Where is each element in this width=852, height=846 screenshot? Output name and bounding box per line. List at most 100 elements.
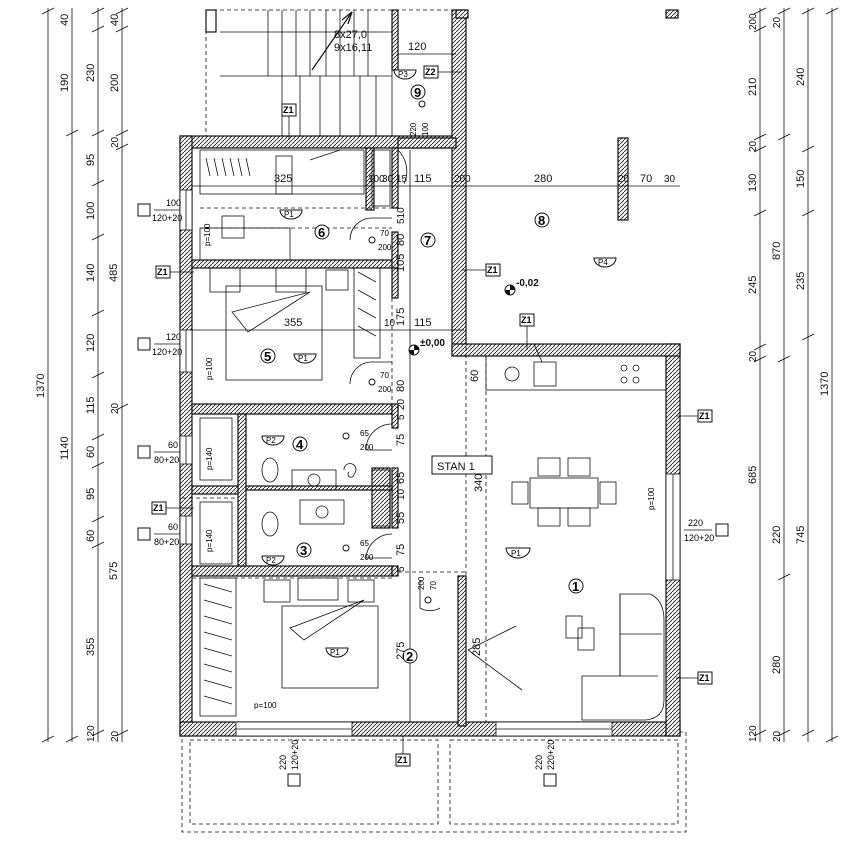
- dim-int-275: 275: [395, 642, 407, 660]
- dim-int-105: 105: [395, 254, 407, 272]
- window-2-width: 120: [166, 332, 181, 342]
- dim-int-80b: 80: [395, 380, 407, 392]
- window-1-height: 120+20: [152, 213, 182, 223]
- parapet-notes: p=100 p=100 p=140 p=140 p=100 p=100: [203, 223, 656, 710]
- dim-left-a: 190: [59, 74, 71, 92]
- dim-int-60: 60: [469, 370, 481, 382]
- dim-right-total: 1370: [819, 372, 831, 396]
- dim-int-325: 325: [274, 173, 292, 185]
- dim-left-h: 100: [85, 202, 97, 220]
- dim-int-115a: 115: [414, 173, 432, 185]
- wall-tag-5-text: Z1: [521, 315, 532, 325]
- interior-dimensions: 120 325 100 30 15 115 200 280 20 70 30 3…: [192, 41, 680, 660]
- room-6-number: 6: [318, 225, 325, 240]
- room-4-marker: 4: [292, 436, 308, 452]
- room-2-marker: 2: [402, 648, 418, 664]
- door-4-width: 65: [360, 539, 369, 548]
- dim-right-p: 120: [748, 725, 759, 742]
- dim-right-h: 870: [771, 242, 783, 260]
- dim-int-70: 70: [640, 173, 652, 185]
- room-8-marker: 8: [534, 212, 550, 228]
- wall-tag-5: Z1: [519, 313, 535, 327]
- door-5-width: 100: [421, 122, 430, 136]
- dim-left-b: 230: [85, 64, 97, 82]
- room-6-marker: 6: [314, 224, 330, 240]
- dim-int-510: 510: [396, 207, 407, 224]
- room-8-number: 8: [538, 213, 545, 228]
- window-5-height: 120+20: [684, 533, 714, 543]
- dim-left-k: 115: [85, 396, 97, 414]
- stair-risers-a: 8x27,0: [334, 29, 367, 41]
- door-2-height: 200: [378, 385, 392, 394]
- window-4-height: 80+20: [154, 537, 179, 547]
- floor-tag-room9-text: P3: [398, 70, 408, 79]
- window-callout-3: 60 80+20: [137, 440, 180, 465]
- dim-int-340: 340: [473, 474, 485, 492]
- dim-left-lower: 575: [108, 562, 120, 580]
- parapet-note-5: p=100: [647, 487, 656, 510]
- floor-tag-room1: P1: [505, 547, 531, 559]
- dim-right-q: 20: [772, 730, 783, 742]
- window-3-height: 80+20: [154, 455, 179, 465]
- wall-tag-2: Z2: [423, 65, 439, 79]
- parapet-note-2: p=100: [205, 357, 214, 380]
- room-2-number: 2: [406, 649, 413, 664]
- dim-int-175: 175: [395, 308, 407, 326]
- dim-int-30: 30: [382, 174, 394, 185]
- room-5-number: 5: [264, 349, 271, 364]
- dim-int-20: 20: [618, 174, 630, 185]
- room-7-marker: 7: [420, 232, 436, 248]
- wall-tag-1: Z1: [281, 103, 297, 117]
- room-4-number: 4: [296, 437, 304, 452]
- window-callout-4: 60 80+20: [137, 522, 180, 547]
- wall-tag-6-text: Z1: [699, 411, 710, 421]
- window-callout-5: 220 120+20: [684, 518, 729, 543]
- door-3-height: 200: [360, 443, 374, 452]
- dim-right-a: 200: [748, 13, 759, 30]
- dim-left-upper: 485: [108, 264, 120, 282]
- floor-tag-room8-text: P4: [598, 258, 608, 267]
- floor-tag-room6-text: P1: [284, 210, 294, 219]
- floor-finish-tags: P1 P2 P2 P1 P1 P4 P3 P1: [261, 69, 617, 658]
- room-1-number: 1: [572, 579, 579, 594]
- dim-int-280: 280: [534, 173, 552, 185]
- window-6-height: 120+20: [290, 740, 300, 770]
- wall-tag-4: Z1: [485, 263, 501, 277]
- window-6-width: 220: [278, 755, 288, 770]
- wall-tag-8-text: Z1: [699, 673, 710, 683]
- parapet-note-6: p=100: [254, 701, 277, 710]
- dim-left-r: 20: [110, 730, 121, 742]
- floor-tag-room4-text: P2: [266, 436, 276, 445]
- dim-left-j: 120: [85, 334, 97, 352]
- left-dimension-chains: 1370 1140 485 575 190 230 200 40 40 95 2…: [35, 7, 129, 743]
- window-1-width: 100: [166, 198, 181, 208]
- window-callout-7: 220 220+20: [534, 740, 557, 787]
- floor-tag-room5: P1: [293, 353, 317, 364]
- dim-left-p: 355: [85, 638, 97, 656]
- dim-right-f: 130: [747, 174, 759, 192]
- dim-right-b: 20: [772, 16, 783, 28]
- room-7-number: 7: [424, 233, 431, 248]
- wall-type-tags: Z1 Z2 Z1 Z1 Z1 Z1 Z1 Z1 Z1: [151, 65, 713, 767]
- dim-int-200: 200: [454, 174, 471, 185]
- room-5-marker: 5: [260, 348, 276, 364]
- door-swings: [349, 149, 441, 612]
- dim-left-d: 40: [59, 14, 71, 26]
- dim-right-e: 20: [748, 140, 759, 152]
- dim-int-10b: 10: [396, 488, 407, 500]
- floor-tag-room3: P2: [261, 555, 285, 566]
- door-5-height: 220: [409, 122, 418, 136]
- dim-right-g: 150: [795, 170, 807, 188]
- dim-int-75b: 75: [395, 544, 407, 556]
- wall-tag-6: Z1: [697, 409, 713, 423]
- dim-left-e: 40: [109, 14, 121, 26]
- door-2-width: 70: [380, 371, 389, 380]
- dim-right-j: 235: [795, 272, 807, 290]
- floor-tag-room9: P3: [393, 69, 417, 80]
